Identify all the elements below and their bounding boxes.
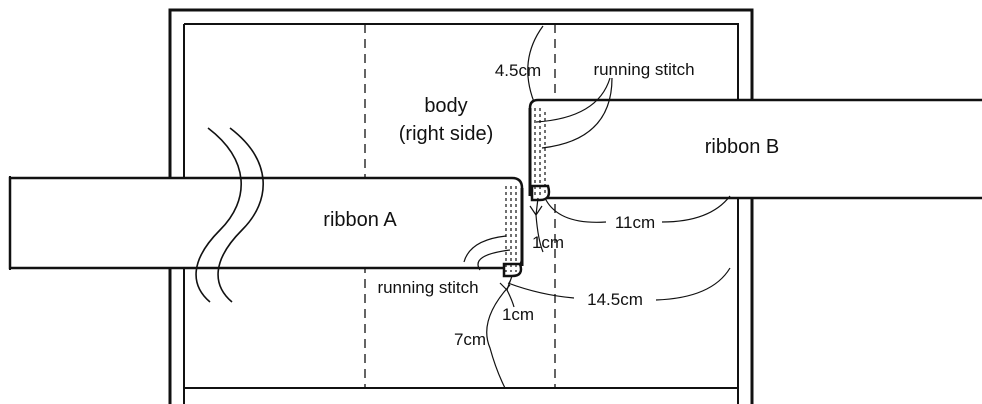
- label-body: body: [424, 95, 467, 117]
- body-inner-frame: [183, 23, 739, 404]
- label-ribbon-b: ribbon B: [705, 136, 780, 158]
- label-14-5cm: 14.5cm: [587, 290, 643, 309]
- label-1cm-top: 1cm: [532, 233, 564, 252]
- label-right-side: (right side): [399, 123, 493, 145]
- label-4-5cm: 4.5cm: [495, 61, 541, 80]
- running-stitch-b: [534, 108, 546, 196]
- label-7cm: 7cm: [454, 330, 486, 349]
- label-ribbon-a: ribbon A: [323, 209, 397, 231]
- label-11cm: 11cm: [615, 213, 655, 232]
- label-running-stitch-bottom: running stitch: [377, 278, 478, 297]
- label-1cm-bottom: 1cm: [502, 305, 534, 324]
- break-symbol: [195, 127, 264, 303]
- ribbon-a-shape: [8, 176, 524, 278]
- ribbon-b-shape: [528, 98, 982, 202]
- leader-lines: [463, 25, 731, 389]
- label-running-stitch-top: running stitch: [593, 60, 694, 79]
- running-stitch-a: [505, 186, 517, 272]
